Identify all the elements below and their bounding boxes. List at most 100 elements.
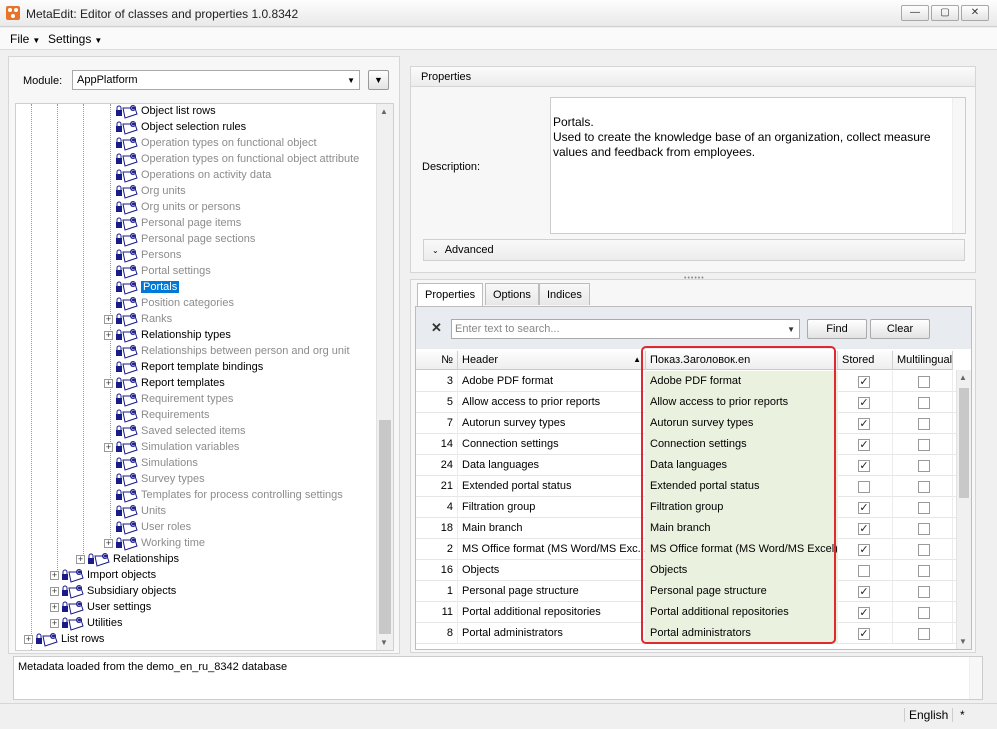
multilingual-checkbox[interactable] bbox=[918, 502, 930, 514]
search-input[interactable]: Enter text to search... ▼ bbox=[451, 319, 800, 339]
cell-multilingual[interactable] bbox=[893, 392, 953, 413]
expand-icon[interactable]: + bbox=[50, 602, 59, 612]
filter-dropdown-button[interactable]: ▼ bbox=[368, 70, 389, 90]
cell-number[interactable]: 21 bbox=[416, 476, 458, 497]
multilingual-checkbox[interactable] bbox=[918, 586, 930, 598]
cell-number[interactable]: 1 bbox=[416, 581, 458, 602]
tree-scroll-thumb[interactable] bbox=[379, 420, 391, 634]
cell-number[interactable]: 14 bbox=[416, 434, 458, 455]
cell-stored[interactable]: ✓ bbox=[838, 455, 893, 476]
cell-en[interactable]: Personal page structure bbox=[646, 581, 838, 602]
column-header-en[interactable]: Показ.Заголовок.en bbox=[646, 351, 838, 370]
multilingual-checkbox[interactable] bbox=[918, 418, 930, 430]
multilingual-checkbox[interactable] bbox=[918, 523, 930, 535]
scroll-down-icon[interactable]: ▼ bbox=[380, 638, 388, 647]
cell-header[interactable]: Connection settings bbox=[458, 434, 646, 455]
cell-en[interactable]: Connection settings bbox=[646, 434, 838, 455]
expand-icon[interactable]: + bbox=[104, 378, 113, 388]
stored-checkbox[interactable] bbox=[858, 481, 870, 493]
multilingual-checkbox[interactable] bbox=[918, 544, 930, 556]
cell-header[interactable]: Personal page structure bbox=[458, 581, 646, 602]
cell-stored[interactable]: ✓ bbox=[838, 392, 893, 413]
cell-header[interactable]: Autorun survey types bbox=[458, 413, 646, 434]
cell-multilingual[interactable] bbox=[893, 413, 953, 434]
module-select[interactable]: AppPlatform ▼ bbox=[72, 70, 360, 90]
cell-multilingual[interactable] bbox=[893, 371, 953, 392]
tab-indices[interactable]: Indices bbox=[539, 283, 590, 305]
cell-multilingual[interactable] bbox=[893, 518, 953, 539]
cell-stored[interactable]: ✓ bbox=[838, 497, 893, 518]
cell-multilingual[interactable] bbox=[893, 497, 953, 518]
stored-checkbox[interactable]: ✓ bbox=[858, 460, 870, 472]
multilingual-checkbox[interactable] bbox=[918, 460, 930, 472]
cell-stored[interactable]: ✓ bbox=[838, 602, 893, 623]
advanced-expander[interactable]: ⌄Advanced bbox=[423, 239, 965, 261]
cell-multilingual[interactable] bbox=[893, 434, 953, 455]
cell-en[interactable]: Objects bbox=[646, 560, 838, 581]
cell-number[interactable]: 4 bbox=[416, 497, 458, 518]
cell-en[interactable]: Data languages bbox=[646, 455, 838, 476]
cell-header[interactable]: Adobe PDF format bbox=[458, 371, 646, 392]
multilingual-checkbox[interactable] bbox=[918, 439, 930, 451]
cell-stored[interactable]: ✓ bbox=[838, 371, 893, 392]
cell-en[interactable]: Portal administrators bbox=[646, 623, 838, 644]
cell-en[interactable]: MS Office format (MS Word/MS Excel) bbox=[646, 539, 838, 560]
cell-number[interactable]: 24 bbox=[416, 455, 458, 476]
column-header-number[interactable]: № bbox=[416, 351, 458, 370]
stored-checkbox[interactable]: ✓ bbox=[858, 607, 870, 619]
expand-icon[interactable]: + bbox=[24, 634, 33, 644]
stored-checkbox[interactable]: ✓ bbox=[858, 586, 870, 598]
find-button[interactable]: Find bbox=[807, 319, 867, 339]
cell-header[interactable]: MS Office format (MS Word/MS Exc... bbox=[458, 539, 646, 560]
cell-multilingual[interactable] bbox=[893, 455, 953, 476]
cell-header[interactable]: Portal administrators bbox=[458, 623, 646, 644]
description-field[interactable]: Portals. Used to create the knowledge ba… bbox=[550, 97, 966, 234]
stored-checkbox[interactable]: ✓ bbox=[858, 439, 870, 451]
close-button[interactable]: ✕ bbox=[961, 5, 989, 21]
multilingual-checkbox[interactable] bbox=[918, 481, 930, 493]
cell-multilingual[interactable] bbox=[893, 539, 953, 560]
cell-en[interactable]: Adobe PDF format bbox=[646, 371, 838, 392]
column-header-multilingual[interactable]: Multilingual bbox=[893, 351, 953, 370]
column-header-stored[interactable]: Stored bbox=[838, 351, 893, 370]
menu-file[interactable]: File▼ bbox=[10, 32, 40, 46]
cell-number[interactable]: 2 bbox=[416, 539, 458, 560]
cell-stored[interactable] bbox=[838, 560, 893, 581]
multilingual-checkbox[interactable] bbox=[918, 607, 930, 619]
cell-header[interactable]: Filtration group bbox=[458, 497, 646, 518]
cell-header[interactable]: Data languages bbox=[458, 455, 646, 476]
cell-multilingual[interactable] bbox=[893, 560, 953, 581]
cell-number[interactable]: 18 bbox=[416, 518, 458, 539]
cell-stored[interactable]: ✓ bbox=[838, 623, 893, 644]
grid-scrollbar[interactable]: ▲ ▼ bbox=[956, 370, 971, 649]
